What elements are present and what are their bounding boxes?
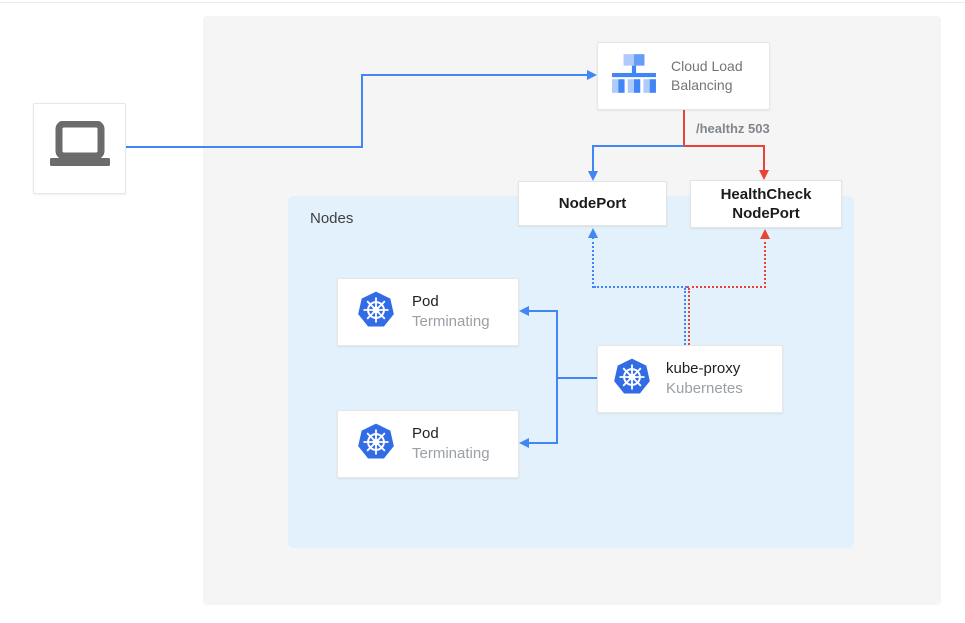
lb-to-healthcheck-line-h bbox=[684, 145, 765, 147]
kubernetes-helm-icon bbox=[356, 290, 396, 335]
split-to-pod2-line-h bbox=[528, 442, 558, 444]
client-node bbox=[33, 103, 126, 194]
cloud-load-balancing-label: Cloud Load Balancing bbox=[671, 58, 743, 93]
pods-split-line-v bbox=[556, 310, 558, 444]
lb-to-healthcheck-arrowhead bbox=[759, 170, 769, 180]
healthz-503-label: /healthz 503 bbox=[696, 121, 770, 136]
laptop-icon bbox=[48, 120, 112, 176]
pod2-arrowhead bbox=[519, 438, 529, 448]
pod-status: Terminating bbox=[412, 313, 490, 330]
dotted-blue-arrowhead bbox=[588, 228, 598, 238]
kubernetes-helm-icon bbox=[612, 357, 652, 402]
nodes-label: Nodes bbox=[310, 210, 354, 227]
lb-to-nodeport-line-v bbox=[592, 145, 594, 173]
pod-title: Pod bbox=[412, 293, 439, 310]
healthcheck-nodeport-label: HealthCheck NodePort bbox=[720, 186, 812, 222]
lb-to-healthcheck-line-v bbox=[763, 145, 765, 171]
client-to-lb-line-h2 bbox=[361, 74, 589, 76]
nodeport-label: NodePort bbox=[558, 195, 627, 212]
client-to-lb-arrowhead bbox=[587, 70, 597, 80]
kube-proxy-title: kube-proxy bbox=[666, 360, 741, 377]
dotted-red-arrowhead bbox=[760, 229, 770, 239]
top-border-rule bbox=[0, 2, 965, 3]
lb-to-nodeport-line-h bbox=[592, 145, 684, 147]
cloud-load-balancing-node: Cloud Load Balancing bbox=[597, 42, 770, 110]
pod-title: Pod bbox=[412, 425, 439, 442]
nodeport-node: NodePort bbox=[518, 181, 667, 226]
cloud-load-balancing-icon bbox=[611, 53, 657, 100]
kube-proxy-subtitle: Kubernetes bbox=[666, 380, 743, 397]
pod1-arrowhead bbox=[519, 306, 529, 316]
kubeproxy-to-split-line-h bbox=[557, 377, 597, 379]
dotted-red-line-v bbox=[764, 237, 766, 288]
client-to-lb-line-h1 bbox=[126, 146, 363, 148]
split-to-pod1-line-h bbox=[528, 310, 558, 312]
pod-1-node: Pod Terminating bbox=[337, 278, 519, 346]
dotted-red-line-h bbox=[687, 286, 766, 288]
client-to-lb-line-v bbox=[361, 74, 363, 148]
lb-to-nodeport-arrowhead bbox=[588, 171, 598, 181]
kube-proxy-node: kube-proxy Kubernetes bbox=[597, 345, 783, 413]
lb-healthcheck-line-v bbox=[683, 110, 685, 147]
pod-status: Terminating bbox=[412, 445, 490, 462]
kubeproxy-up-dotted-red bbox=[688, 288, 690, 345]
kubeproxy-up-dotted-blue bbox=[684, 288, 686, 345]
dotted-blue-line-v bbox=[592, 237, 594, 288]
pod-2-node: Pod Terminating bbox=[337, 410, 519, 478]
kubernetes-helm-icon bbox=[356, 422, 396, 467]
dotted-blue-line-h bbox=[594, 286, 687, 288]
healthcheck-nodeport-node: HealthCheck NodePort bbox=[690, 180, 842, 228]
